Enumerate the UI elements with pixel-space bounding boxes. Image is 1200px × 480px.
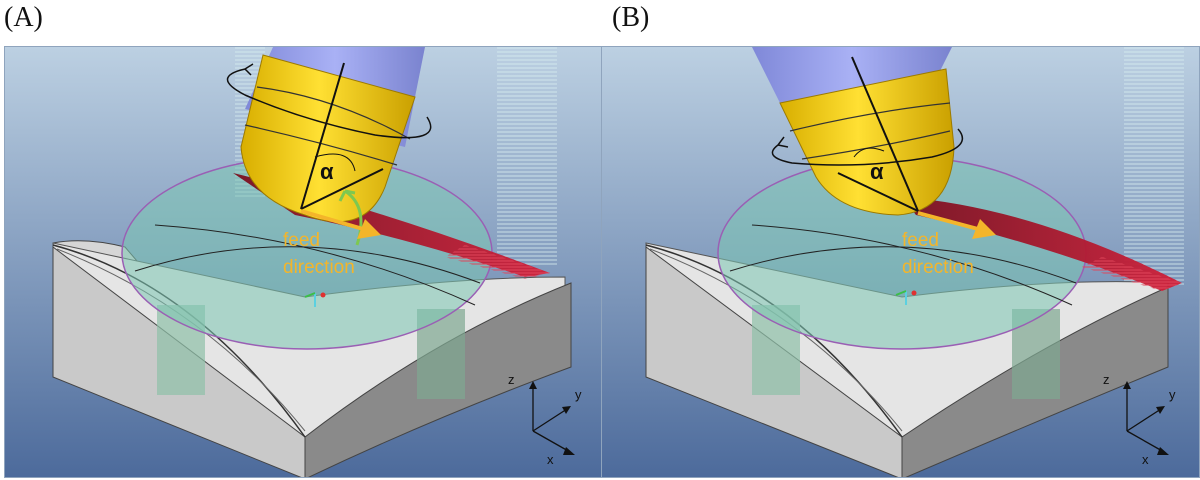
trace-strip-right — [1124, 47, 1184, 287]
tool-axis-line — [851, 56, 919, 212]
alpha-arc — [853, 147, 885, 158]
panel-a-label: (A) — [4, 2, 43, 33]
toolpath-hatch — [445, 245, 550, 279]
alpha-label: α — [320, 159, 334, 184]
axis-x-label: x — [1142, 452, 1149, 467]
surface-iso-curve-2 — [751, 224, 1073, 306]
panel-a-view: α feed direction z y x — [4, 46, 603, 478]
surface-iso-curve-1 — [134, 246, 481, 284]
part-origin-marker — [304, 292, 326, 307]
panel-b-scene — [602, 47, 1199, 477]
feed-arrow-icon — [917, 211, 996, 239]
feed-label-line2: direction — [283, 257, 355, 278]
alpha-label: α — [870, 159, 884, 184]
feed-label-line1: feed — [902, 230, 939, 251]
rotation-arrow-icon — [226, 63, 432, 139]
surface-normal-line — [300, 168, 384, 210]
panel-b-view: α feed direction z y x — [601, 46, 1200, 478]
alpha-arc — [314, 153, 356, 172]
trace-strip-right — [497, 47, 557, 267]
part-origin-marker — [895, 290, 917, 305]
feed-direction-label: feed direction — [283, 227, 355, 281]
axis-y-label: y — [575, 387, 582, 402]
feed-label-line1: feed — [283, 230, 320, 251]
coordinate-triad-icon — [529, 381, 575, 455]
ball-end-tool — [779, 68, 955, 216]
rotation-arrow-icon — [771, 128, 964, 166]
panel-b-label: (B) — [612, 2, 650, 33]
axis-y-label: y — [1169, 387, 1176, 402]
axis-x-label: x — [547, 452, 554, 467]
axis-z-label: z — [1103, 372, 1110, 387]
toolpath-hatch — [1082, 257, 1182, 291]
ball-end-tool — [240, 54, 416, 223]
surface-iso-curve-2 — [154, 224, 476, 306]
surface-normal-line — [837, 172, 919, 212]
panel-a-scene — [5, 47, 602, 477]
tool-axis-line — [300, 62, 345, 210]
feed-arrow-icon — [300, 209, 381, 239]
feed-direction-label: feed direction — [902, 227, 974, 281]
feed-label-line2: direction — [902, 257, 974, 278]
coordinate-triad-icon — [1123, 381, 1169, 455]
axis-z-label: z — [508, 372, 515, 387]
tilt-arc-head — [338, 189, 356, 202]
tool-holder — [752, 47, 952, 107]
